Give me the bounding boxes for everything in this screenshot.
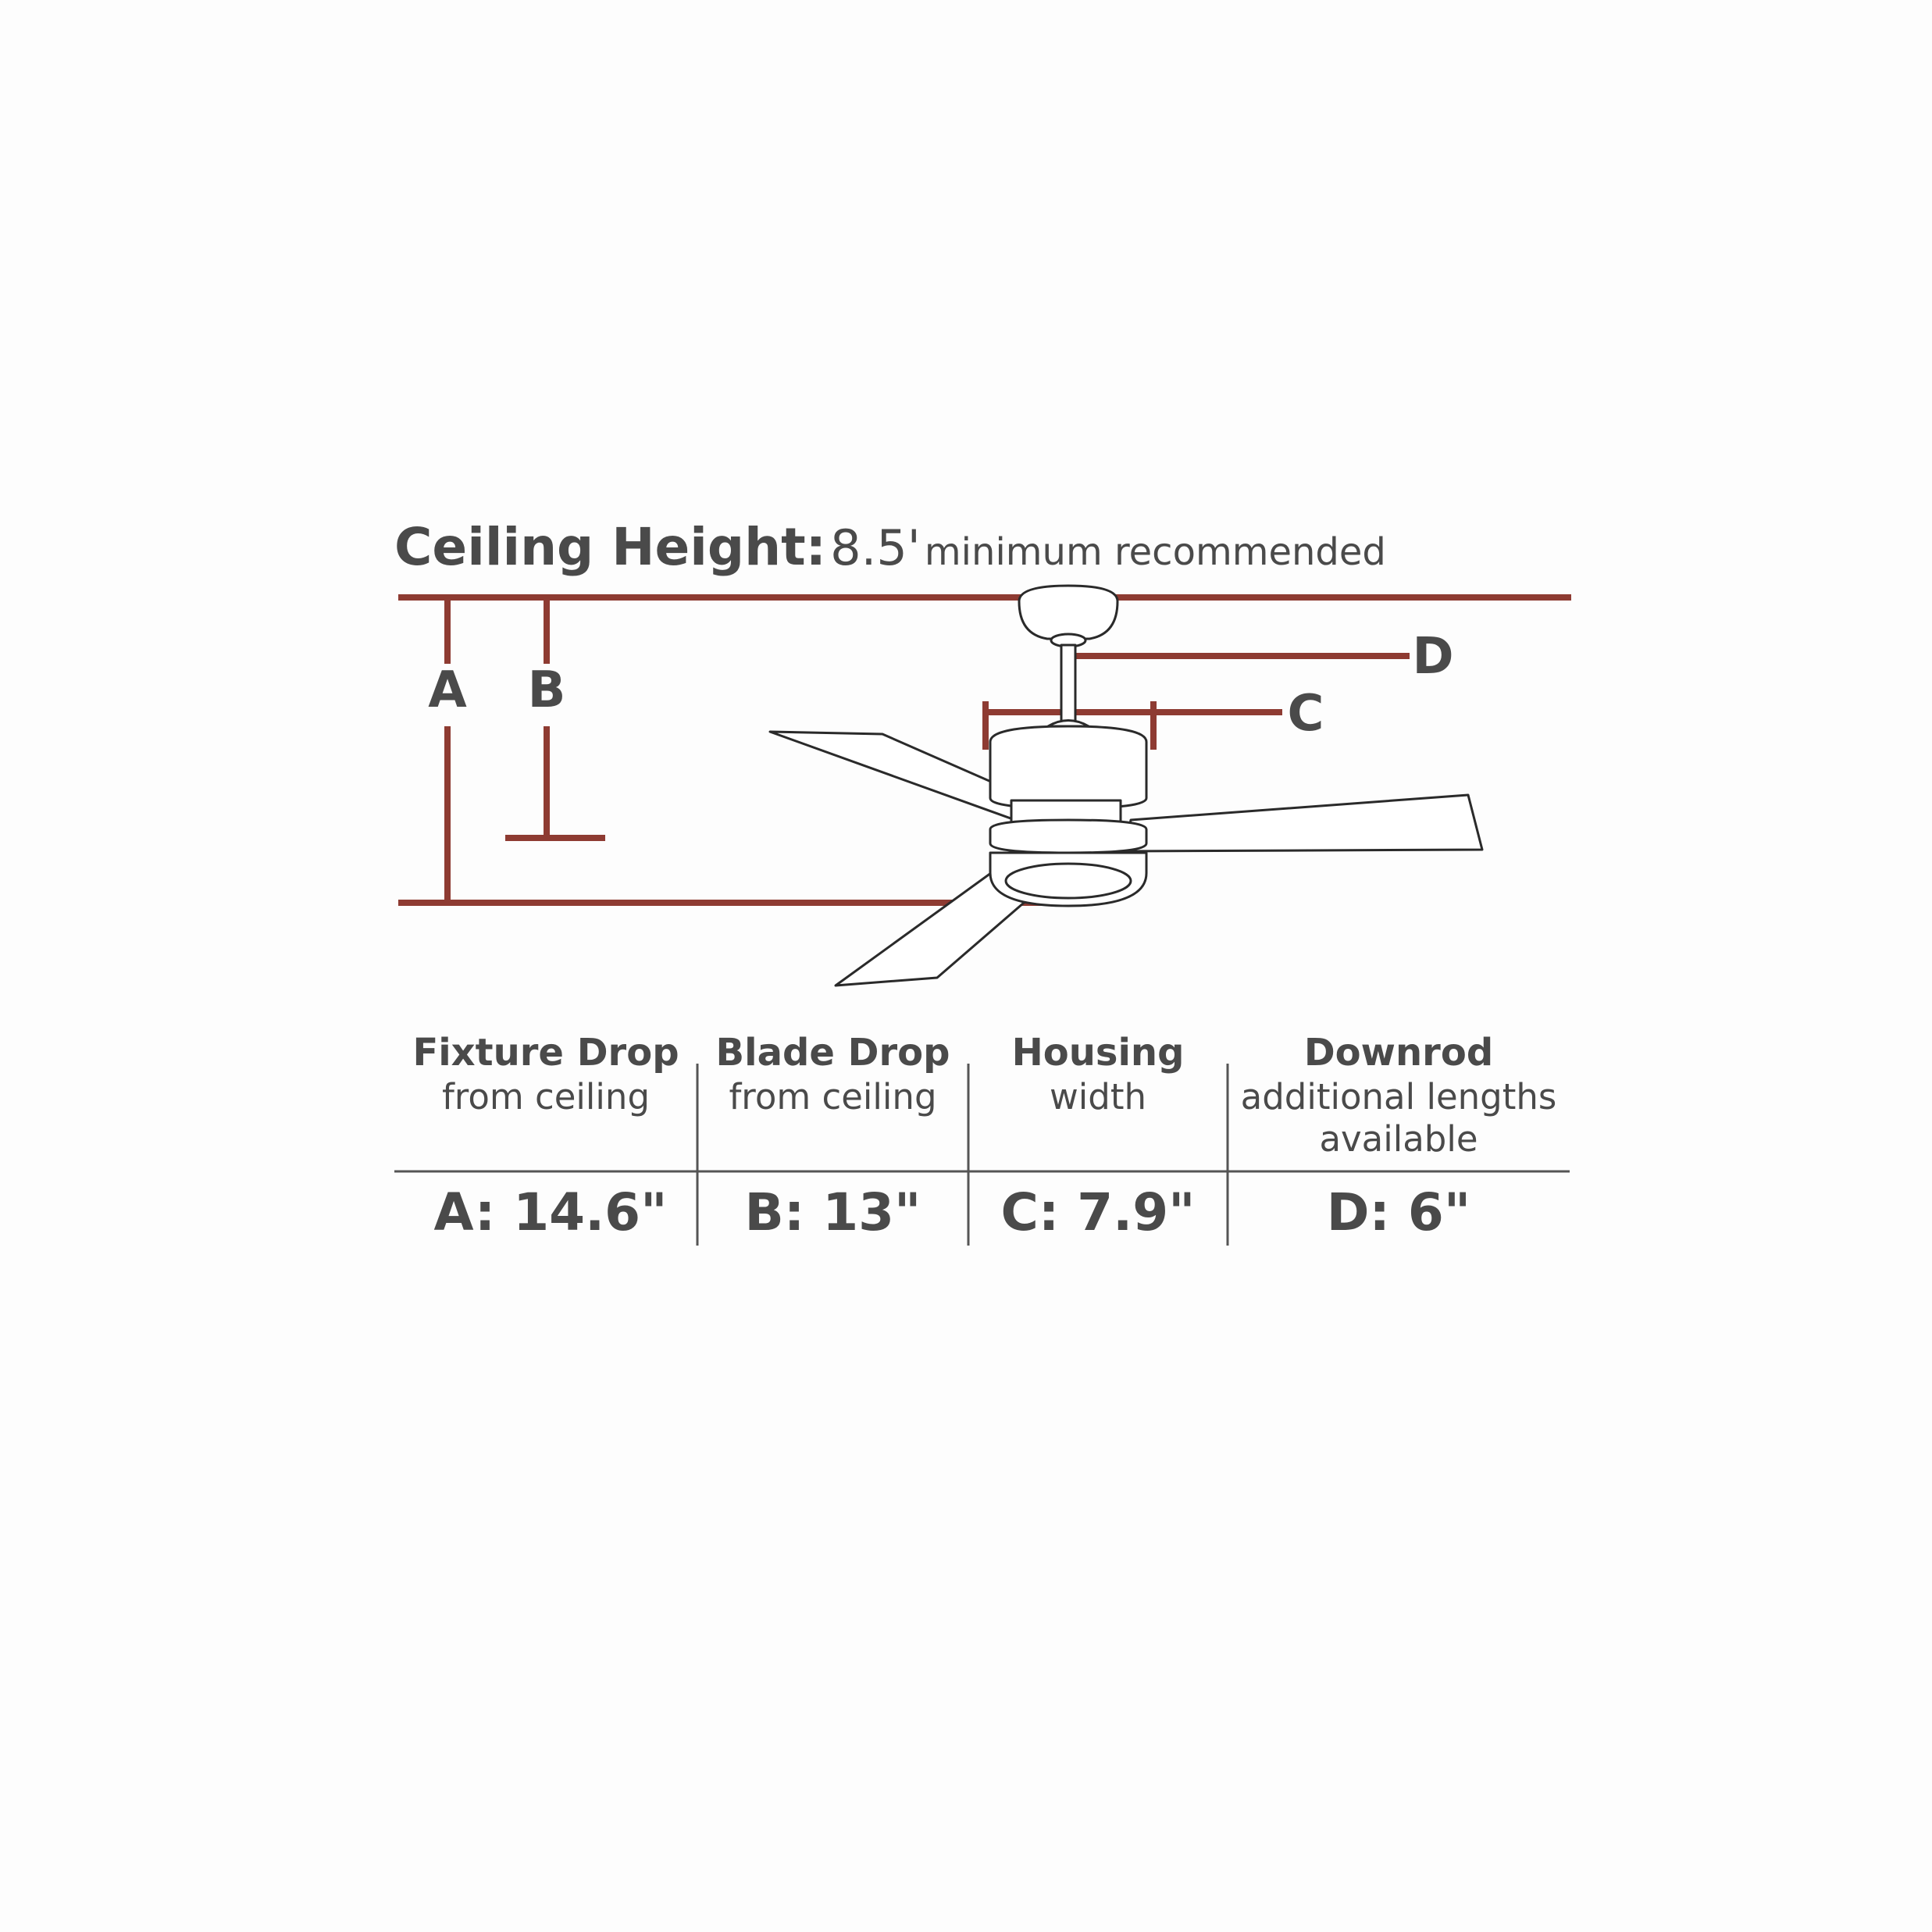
- motor-housing: [989, 725, 1148, 810]
- ceiling-height-label: Ceiling Height:: [394, 517, 827, 577]
- value-blade-drop: B: 13": [744, 1182, 921, 1242]
- letter-b: B: [528, 661, 566, 719]
- column-subheading: from ceiling: [729, 1075, 937, 1117]
- dimension-letters: A B C D: [428, 628, 1453, 743]
- column-heading: Blade Drop: [715, 1031, 950, 1075]
- letter-a: A: [428, 661, 467, 719]
- column-subheading: additional lengths available: [1240, 1075, 1557, 1160]
- column-subheading: width: [1049, 1075, 1147, 1117]
- downrod: [1060, 643, 1077, 725]
- spec-table-lines: [394, 1064, 1570, 1246]
- column-heading: Housing: [1011, 1031, 1185, 1075]
- column-housing: Housing width: [968, 1031, 1228, 1118]
- canopy: [1018, 584, 1119, 640]
- ceiling-height-note: minimum recommended: [924, 530, 1386, 574]
- column-subheading: from ceiling: [441, 1075, 651, 1117]
- value-downrod: D: 6": [1326, 1182, 1471, 1242]
- value-fixture-drop: A: 14.6": [433, 1182, 668, 1242]
- letter-c: C: [1288, 685, 1324, 743]
- ceiling-height-value: 8.5': [830, 519, 921, 576]
- value-housing-width: C: 7.9": [1000, 1182, 1196, 1242]
- column-blade-drop: Blade Drop from ceiling: [697, 1031, 968, 1118]
- letter-d: D: [1412, 628, 1453, 686]
- ceiling-fan-illustration: [768, 584, 1484, 987]
- housing-ring: [989, 818, 1148, 854]
- column-downrod: Downrod additional lengths available: [1228, 1031, 1570, 1160]
- light-lens: [1004, 862, 1132, 900]
- column-heading: Downrod: [1303, 1031, 1494, 1075]
- dimension-lines: [398, 594, 1571, 906]
- fan-blade-right: [1123, 793, 1484, 853]
- column-heading: Fixture Drop: [412, 1031, 679, 1075]
- column-fixture-drop: Fixture Drop from ceiling: [394, 1031, 697, 1118]
- ceiling-height-title: Ceiling Height: 8.5' minimum recommended: [394, 522, 1386, 573]
